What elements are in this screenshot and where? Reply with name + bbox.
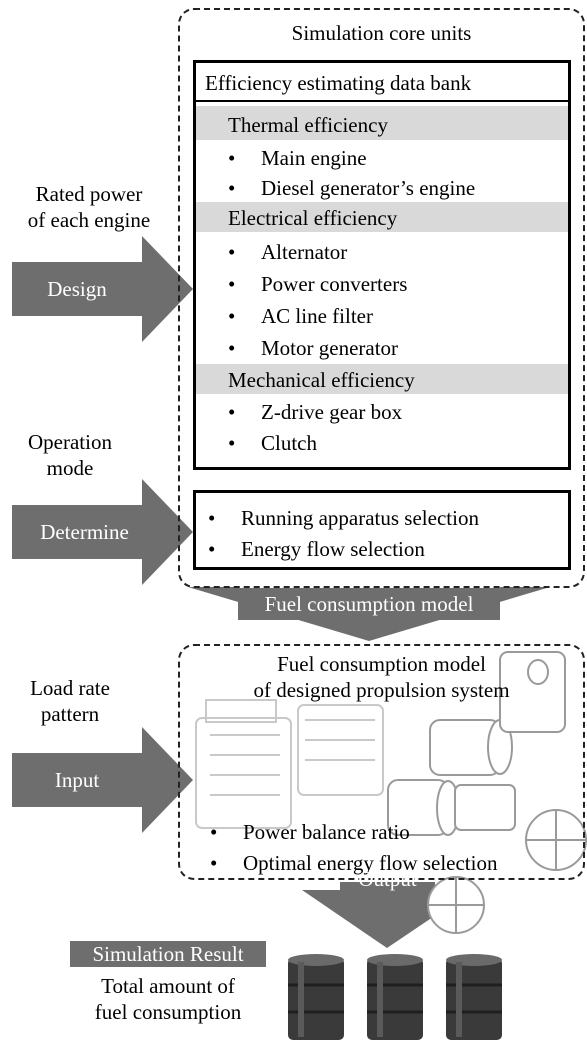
item-energy-flow-selection: Energy flow selection (208, 536, 425, 562)
section-heading-electrical: Electrical efficiency (228, 206, 398, 230)
load-rate-label: Load rate pattern (0, 675, 140, 727)
databank-title: Efficiency estimating data bank (205, 71, 472, 95)
operation-mode-label: Operation mode (0, 429, 140, 481)
operation-mode-line-1: Operation (28, 430, 112, 454)
determine-arrow (12, 479, 193, 585)
output-arrow-label: Output (358, 867, 417, 891)
fuel-model-arrow-label: Fuel consumption model (264, 592, 474, 616)
section-mechanical (196, 364, 568, 394)
section-heading-mechanical: Mechanical efficiency (228, 368, 415, 392)
rated-power-line-2: of each engine (27, 208, 151, 232)
item-power-balance-ratio: Power balance ratio (210, 819, 410, 845)
item-clutch: Clutch (228, 430, 317, 456)
item-optimal-energy-flow-selection: Optimal energy flow selection (210, 850, 498, 876)
oil-barrels-icon (288, 954, 502, 1040)
design-arrow (12, 236, 193, 342)
input-arrow (12, 727, 193, 833)
item-alternator: Alternator (228, 239, 347, 265)
section-heading-thermal: Thermal efficiency (228, 113, 388, 137)
simulation-core-container (178, 8, 585, 588)
simulation-core-title: Simulation core units (291, 21, 472, 45)
determine-label: Determine (40, 520, 129, 544)
item-motor-generator: Motor generator (228, 335, 398, 361)
fuel-model-container (178, 644, 585, 880)
item-z-drive-gear-box: Z-drive gear box (228, 399, 402, 425)
load-rate-line-2: pattern (40, 702, 100, 726)
simulation-result-badge: Simulation Result (70, 941, 266, 967)
item-diesel-generator-engine: Diesel generator’s engine (228, 175, 475, 201)
section-thermal (196, 106, 568, 140)
result-line-2: fuel consumption (94, 1000, 242, 1024)
result-description: Total amount of fuel consumption (60, 973, 276, 1025)
result-line-1: Total amount of (101, 974, 235, 998)
rated-power-line-1: Rated power (35, 182, 143, 206)
fuel-model-title-line-1: Fuel consumption model (277, 652, 486, 676)
design-label: Design (47, 277, 107, 301)
rated-power-label: Rated power of each engine (0, 181, 178, 233)
fuel-model-title: Fuel consumption model of designed propu… (178, 651, 585, 703)
motor-illustration (387, 651, 587, 934)
item-ac-line-filter: AC line filter (228, 303, 373, 329)
item-running-apparatus-selection: Running apparatus selection (208, 505, 479, 531)
fuel-model-title-line-2: of designed propulsion system (253, 678, 510, 702)
load-rate-line-1: Load rate (30, 676, 110, 700)
operation-mode-line-2: mode (46, 456, 94, 480)
databank-divider (193, 100, 571, 102)
item-power-converters: Power converters (228, 271, 407, 297)
section-electrical (196, 202, 568, 232)
item-main-engine: Main engine (228, 145, 366, 171)
input-label: Input (54, 768, 100, 792)
